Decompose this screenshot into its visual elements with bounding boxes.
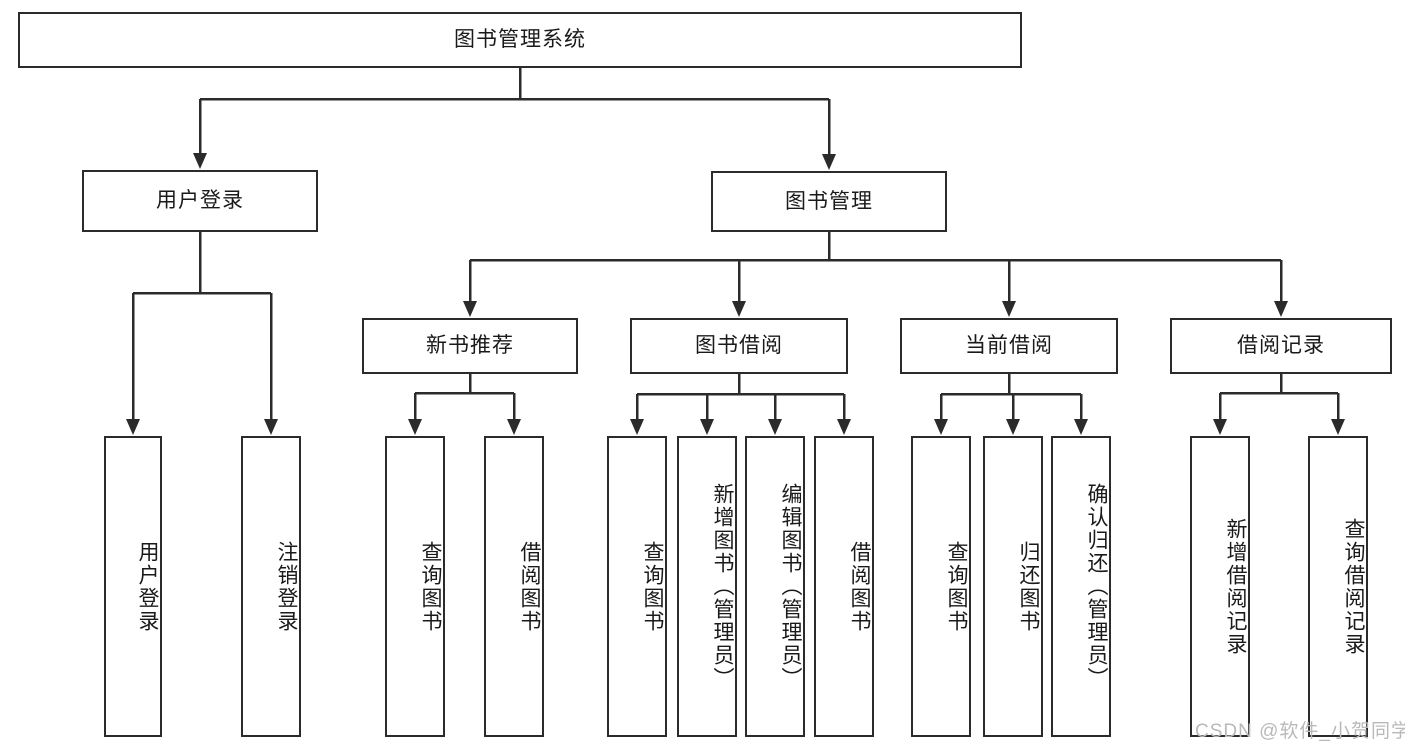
node-label: 新增图书（管理员） — [711, 483, 734, 690]
node-label: 借阅图书 — [848, 540, 871, 633]
node-leaf-cur-return[interactable]: 归还图书 — [983, 436, 1043, 737]
node-label: 当前借阅 — [965, 334, 1053, 358]
node-label: 归还图书 — [1017, 540, 1040, 633]
node-label: 用户登录 — [136, 540, 159, 633]
node-bookmgmt[interactable]: 图书管理 — [711, 171, 947, 232]
node-leaf-cur-query[interactable]: 查询图书 — [911, 436, 971, 737]
node-newbook[interactable]: 新书推荐 — [362, 318, 578, 374]
node-label: 查询借阅记录 — [1342, 517, 1365, 656]
node-label: 编辑图书（管理员） — [779, 483, 802, 690]
node-leaf-cur-confirm[interactable]: 确认归还（管理员） — [1051, 436, 1111, 737]
node-borrow[interactable]: 图书借阅 — [630, 318, 848, 374]
node-current[interactable]: 当前借阅 — [900, 318, 1118, 374]
node-leaf-bk-borrow[interactable]: 借阅图书 — [814, 436, 874, 737]
node-leaf-user-logout[interactable]: 注销登录 — [241, 436, 301, 737]
node-label: 查询图书 — [641, 540, 664, 633]
node-records[interactable]: 借阅记录 — [1170, 318, 1392, 374]
node-leaf-rec-add[interactable]: 新增借阅记录 — [1190, 436, 1250, 737]
node-label: 图书管理系统 — [454, 28, 586, 52]
node-label: 新书推荐 — [426, 334, 514, 358]
node-leaf-bk-add[interactable]: 新增图书（管理员） — [677, 436, 737, 737]
node-label: 图书借阅 — [695, 334, 783, 358]
node-label: 借阅图书 — [518, 540, 541, 633]
node-label: 用户登录 — [156, 189, 244, 213]
node-label: 新增借阅记录 — [1224, 517, 1247, 656]
node-login[interactable]: 用户登录 — [82, 170, 318, 232]
node-leaf-rec-query[interactable]: 查询借阅记录 — [1308, 436, 1368, 737]
node-leaf-bk-query[interactable]: 查询图书 — [607, 436, 667, 737]
watermark-text: CSDN @软件_小贺同学 — [1195, 721, 1405, 742]
node-label: 图书管理 — [785, 189, 873, 213]
node-leaf-nb-query[interactable]: 查询图书 — [385, 436, 445, 737]
node-root[interactable]: 图书管理系统 — [18, 12, 1022, 68]
node-label: 查询图书 — [945, 540, 968, 633]
node-leaf-user-login[interactable]: 用户登录 — [104, 436, 162, 737]
node-label: 确认归还（管理员） — [1085, 483, 1108, 690]
node-leaf-nb-borrow[interactable]: 借阅图书 — [484, 436, 544, 737]
node-label: 借阅记录 — [1237, 334, 1325, 358]
node-leaf-bk-edit[interactable]: 编辑图书（管理员） — [745, 436, 805, 737]
node-label: 注销登录 — [275, 540, 298, 633]
node-label: 查询图书 — [419, 540, 442, 633]
